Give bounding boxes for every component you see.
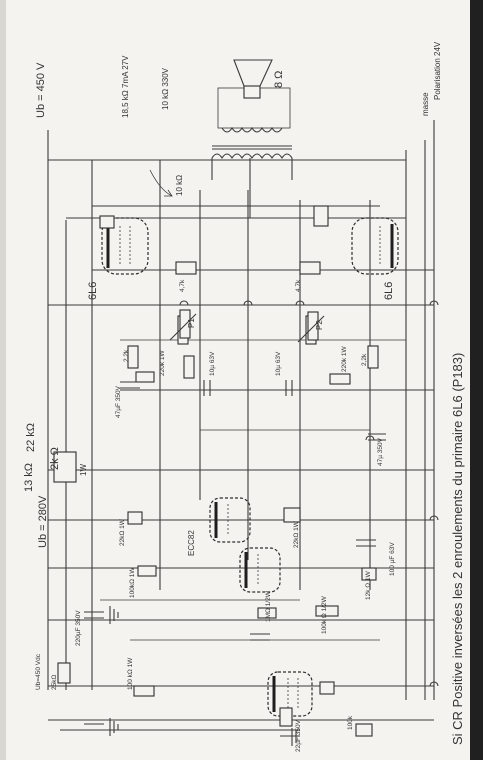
r-2k2-b-label: 2,2k xyxy=(361,353,368,366)
r-13k-label: 13 kΩ xyxy=(23,463,35,492)
paper-edge-right xyxy=(470,0,483,760)
cap-47u-b-label: 47µ 350V xyxy=(377,437,384,466)
r-100k-c-label: 100k xyxy=(347,715,354,730)
r-10k-label: 10 kΩ xyxy=(175,175,184,196)
r-100k-d-label: 100k Ω 1/2W xyxy=(321,595,328,634)
bias-parts-label: 18,5 kΩ 7mA 27V xyxy=(121,55,130,118)
output-transformer xyxy=(211,87,293,218)
r-12k-label: 12k Ω 1W xyxy=(365,570,372,600)
r-4k7-b-label: 4,7k xyxy=(295,279,302,292)
tube-ecc82-icon xyxy=(209,497,281,593)
supply-voltage-label: Ub = 450 V xyxy=(35,62,47,118)
speaker-label: 8 Ω xyxy=(273,71,285,88)
bias-note: Si CR Positive inversées les 2 enrouleme… xyxy=(450,353,465,745)
r-4k7-label: 4,7k xyxy=(179,279,186,292)
r-1w-label: 1W xyxy=(79,464,88,476)
bias-supply-label: Polarisation 24V xyxy=(433,41,442,100)
cap-10n-label: 10µ 63V xyxy=(209,351,216,376)
r-2k2-label: 2,2k xyxy=(123,349,130,362)
r-22k-top-label: 22 kΩ xyxy=(25,423,37,452)
capacitors xyxy=(84,380,386,737)
tube-6l6-a-label: 6L6 xyxy=(87,282,99,300)
r-2k-label: 2k Ω xyxy=(49,447,61,470)
r-450v-label: Ub=450 Vdc xyxy=(35,653,42,690)
cap-47u-label: 47µF 350V xyxy=(115,385,122,418)
screen-resistors xyxy=(99,205,329,229)
r-22k-a-label: 22kΩ 1W xyxy=(119,518,126,546)
r-22k-b-label: 22kΩ 1W xyxy=(293,520,300,548)
potentiometer-p1-icon xyxy=(169,309,197,341)
annotation-arrowhead-icon xyxy=(164,189,173,197)
r-100k-b-label: 100kΩ 1W xyxy=(129,567,136,598)
tube-6l6-a-icon xyxy=(101,217,149,275)
ground-text-label: masse xyxy=(421,92,430,116)
tube-ecc82-label: ECC82 xyxy=(187,530,196,556)
resistors xyxy=(53,261,379,737)
tube-6l6-b-label: 6L6 xyxy=(383,282,395,300)
speaker-icon xyxy=(233,59,273,99)
cap-10n-b-label: 10µ 63V xyxy=(275,351,282,376)
potentiometer-p2-icon xyxy=(297,311,325,343)
tube-6l6-b-icon xyxy=(351,217,399,275)
r-220k-b-label: 220k 1W xyxy=(341,345,348,372)
cap-22u-label: 22µF 350V xyxy=(295,719,302,752)
r-100k-a-label: 100 kΩ 1W xyxy=(127,657,134,690)
bias-parts-b-label: 10 kΩ 330V xyxy=(161,67,170,110)
r-220k-label: 220k 1W xyxy=(159,349,166,376)
p2-label: P2 xyxy=(315,320,324,330)
supply-mid-label: Ub = 280V xyxy=(37,495,49,548)
p1-label: P1 xyxy=(187,318,196,328)
r-1m-label: 1MΩ 1/2W xyxy=(265,590,272,622)
r-25k-label: 25kΩ xyxy=(51,675,58,690)
cap-100u-label: 100 µF 63V xyxy=(389,542,396,576)
cap-220u-label: 220µF 350V xyxy=(75,610,82,646)
ground-icon xyxy=(109,606,297,746)
paper-edge-left xyxy=(0,0,6,760)
annotation-arrow-icon xyxy=(149,169,173,197)
